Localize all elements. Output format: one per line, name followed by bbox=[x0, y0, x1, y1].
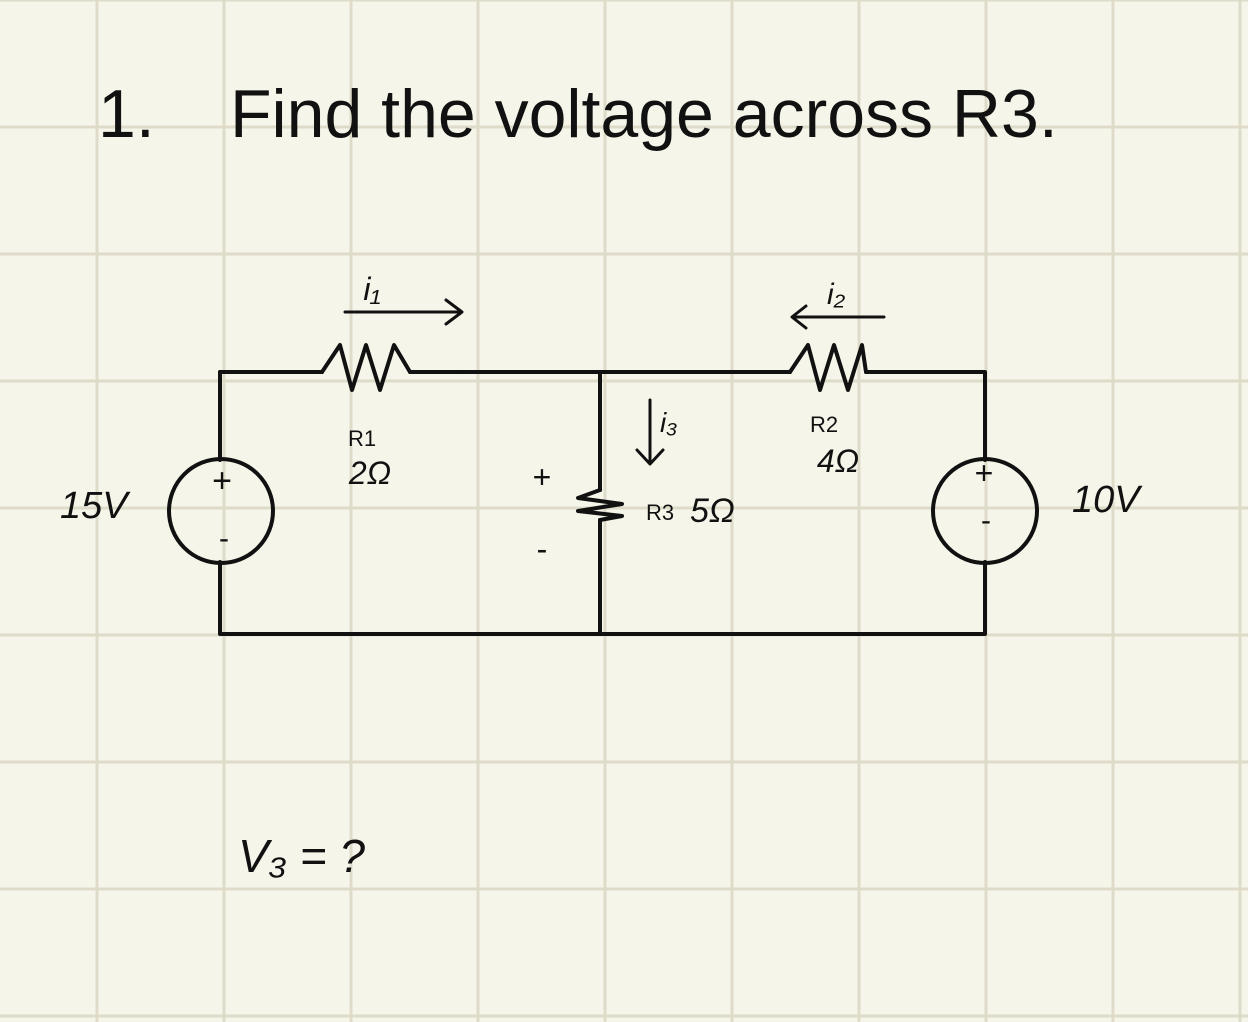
resistor-r1-symbol bbox=[320, 343, 460, 392]
arrow-down-icon bbox=[635, 398, 665, 466]
resistor-r3: R3 5Ω + - bbox=[533, 459, 735, 567]
current-arrow-i2: i₂ bbox=[790, 278, 886, 330]
resistor-r3-name: R3 bbox=[646, 500, 674, 525]
resistor-r2: R2 4Ω bbox=[788, 343, 868, 479]
voltage-source-left: + - 15V bbox=[60, 457, 275, 565]
voltage-source-right: + - 10V bbox=[931, 455, 1143, 565]
resistor-r1-name: R1 bbox=[348, 426, 376, 451]
voltage-source-left-circle bbox=[167, 457, 275, 565]
resistor-r2-value: 4Ω bbox=[817, 443, 859, 479]
resistor-r1-value: 2Ω bbox=[348, 455, 391, 491]
circuit-wires bbox=[218, 370, 987, 636]
resistor-r2-symbol bbox=[788, 343, 868, 392]
current-label-i2: i₂ bbox=[827, 278, 846, 311]
problem-number: 1. bbox=[98, 76, 155, 152]
problem-question: Find the voltage across R3. bbox=[230, 76, 1058, 152]
current-label-i3: i₃ bbox=[660, 407, 677, 438]
resistor-r2-name: R2 bbox=[810, 412, 838, 437]
arrow-left-icon bbox=[790, 304, 886, 330]
current-label-i1: i₁ bbox=[363, 271, 380, 307]
answer-prompt: V₃ = ? bbox=[238, 830, 365, 882]
voltage-source-right-minus: - bbox=[981, 504, 991, 537]
voltage-source-right-value: 10V bbox=[1072, 479, 1143, 521]
voltage-source-left-minus: - bbox=[219, 522, 229, 555]
resistor-r1: R1 2Ω bbox=[320, 343, 460, 491]
resistor-r3-symbol bbox=[576, 488, 624, 522]
current-arrow-i1: i₁ bbox=[343, 271, 464, 326]
voltage-source-left-value: 15V bbox=[60, 485, 131, 527]
resistor-r3-value: 5Ω bbox=[690, 492, 735, 530]
resistor-r3-plus: + bbox=[533, 459, 552, 495]
voltage-source-right-circle bbox=[931, 457, 1039, 565]
voltage-source-left-plus: + bbox=[212, 462, 232, 500]
arrow-right-icon bbox=[343, 298, 464, 326]
current-arrow-i3: i₃ bbox=[635, 398, 677, 466]
resistor-r3-minus: - bbox=[537, 531, 548, 567]
voltage-source-right-plus: + bbox=[975, 455, 994, 491]
